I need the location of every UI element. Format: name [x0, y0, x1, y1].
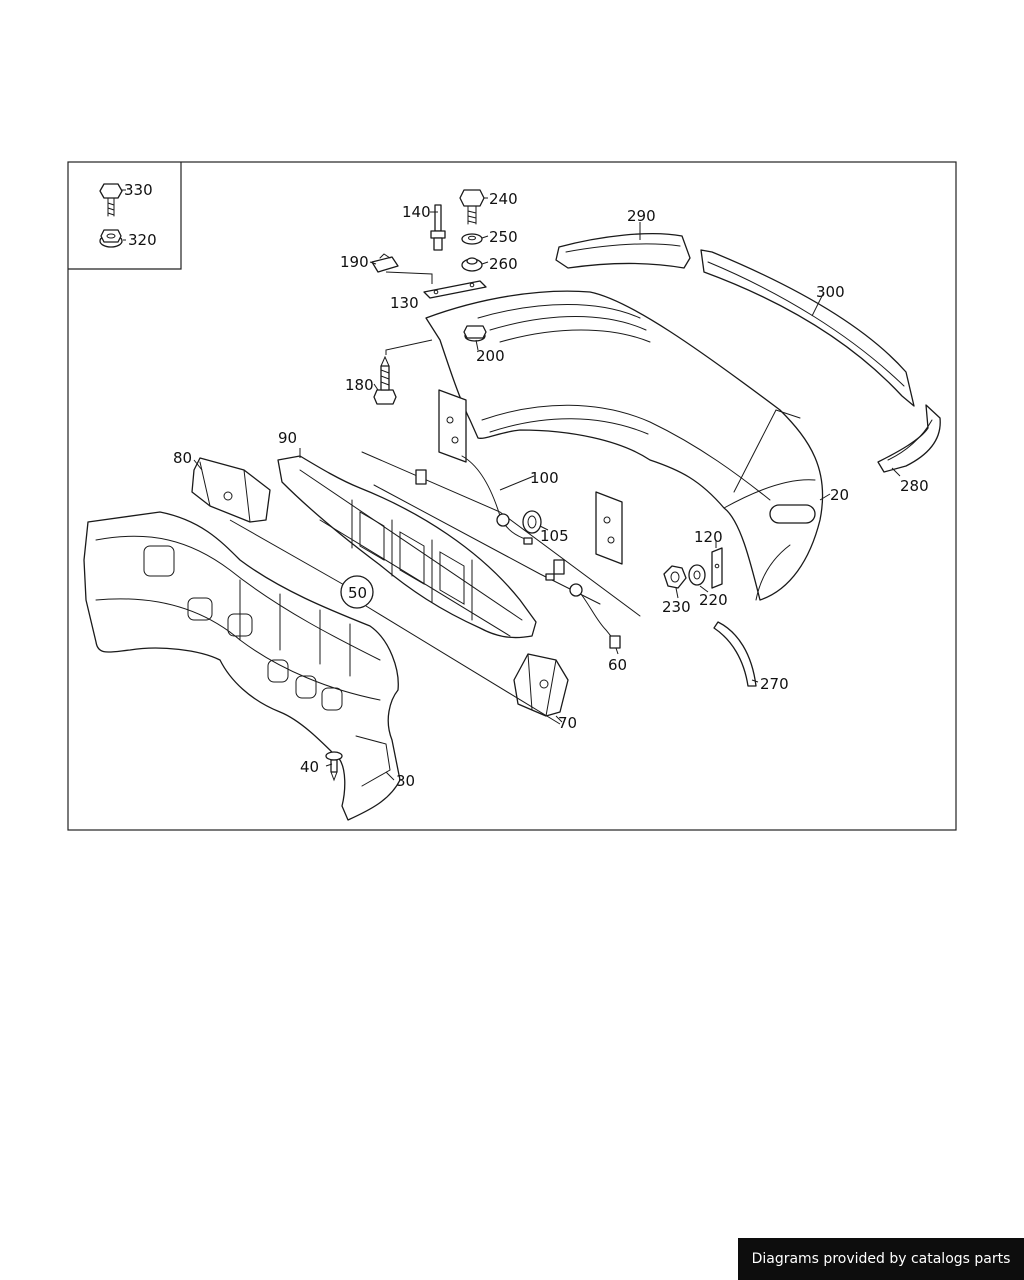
washer-250 [461, 233, 483, 245]
trim-strip-290 [555, 232, 691, 269]
callout-250: 250 [489, 228, 518, 246]
screw-180 [373, 355, 397, 405]
hardware-inset-box [68, 162, 182, 270]
callout-90: 90 [278, 429, 297, 447]
callout-100: 100 [530, 469, 559, 487]
callout-240: 240 [489, 190, 518, 208]
nut-320 [99, 229, 123, 248]
callout-70: 70 [558, 714, 577, 732]
callout-50: 50 [348, 584, 367, 602]
callout-330: 330 [124, 181, 153, 199]
callout-140: 140 [402, 203, 431, 221]
bracket-100 [438, 389, 623, 565]
clip-120 [711, 547, 723, 589]
bolt-240 [459, 189, 485, 225]
bracket-130 [423, 280, 487, 299]
bracket-80 [191, 457, 271, 523]
corner-strip-280 [877, 404, 941, 473]
bracket-70 [513, 653, 569, 717]
arch-strip-270 [713, 621, 757, 687]
carrier-30 [83, 511, 401, 821]
callout-105: 105 [540, 527, 569, 545]
nut-200 [463, 325, 487, 342]
impact-absorber-90 [277, 455, 537, 639]
bumper-cover-20 [425, 290, 824, 601]
wiring-harness-60 [361, 451, 641, 649]
leader-lines [121, 189, 901, 781]
callout-230: 230 [662, 598, 691, 616]
footer-credit: Diagrams provided by catalogs parts [738, 1238, 1024, 1280]
spoiler-300 [700, 249, 915, 407]
callout-320: 320 [128, 231, 157, 249]
nut-230 [663, 565, 687, 589]
callout-190: 190 [340, 253, 369, 271]
callout-280: 280 [900, 477, 929, 495]
grommet-105 [522, 510, 542, 534]
callout-60: 60 [608, 656, 627, 674]
callout-50-circle [340, 575, 374, 609]
clip-nut-190 [371, 253, 399, 273]
callout-130: 130 [390, 294, 419, 312]
washer-220 [688, 564, 706, 586]
callout-40: 40 [300, 758, 319, 776]
pin-140 [430, 204, 446, 251]
callout-20: 20 [830, 486, 849, 504]
callout-labels: 330 320 140 240 250 260 190 130 290 300 … [124, 181, 929, 790]
callout-270: 270 [760, 675, 789, 693]
bolt-330 [99, 183, 123, 217]
callout-180: 180 [345, 376, 374, 394]
callout-120: 120 [694, 528, 723, 546]
callout-220: 220 [699, 591, 728, 609]
callout-30: 30 [396, 772, 415, 790]
push-pin-40 [325, 751, 343, 782]
callout-80: 80 [173, 449, 192, 467]
callout-290: 290 [627, 207, 656, 225]
callout-200: 200 [476, 347, 505, 365]
washer-260 [461, 257, 483, 272]
callout-260: 260 [489, 255, 518, 273]
diagram-frame [67, 161, 957, 831]
callout-300: 300 [816, 283, 845, 301]
